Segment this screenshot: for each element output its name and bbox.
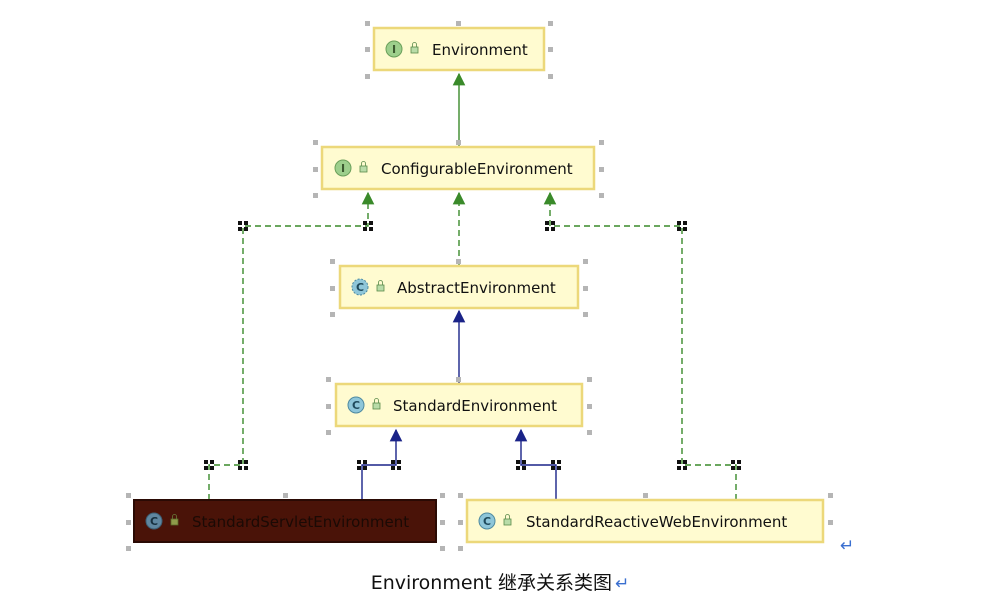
- bend-handles: [204, 221, 741, 470]
- figure-caption: Environment 继承关系类图↵: [0, 568, 1000, 595]
- public-lock-icon: [359, 161, 368, 173]
- public-lock-icon: [170, 514, 179, 526]
- edge-reactive-standard: [514, 428, 557, 500]
- bend-handle[interactable]: [677, 221, 687, 231]
- svg-text:C: C: [356, 281, 364, 294]
- bend-handle[interactable]: [238, 460, 248, 470]
- bend-handle[interactable]: [363, 221, 373, 231]
- bend-handle[interactable]: [238, 221, 248, 231]
- node-environment[interactable]: I Environment: [372, 26, 546, 72]
- public-lock-icon: [372, 398, 381, 410]
- bend-handle[interactable]: [677, 460, 687, 470]
- selection-handles: [126, 21, 833, 551]
- bend-handle[interactable]: [545, 221, 555, 231]
- svg-text:I: I: [341, 162, 345, 175]
- node-configurable-environment[interactable]: I ConfigurableEnvironment: [320, 145, 596, 191]
- node-abstract-environment[interactable]: C AbstractEnvironment: [338, 264, 580, 310]
- node-label: ConfigurableEnvironment: [381, 160, 573, 178]
- class-icon: C: [347, 396, 365, 414]
- edges: [208, 72, 737, 500]
- bend-handle[interactable]: [357, 460, 367, 470]
- abstract-class-icon: C: [351, 278, 369, 296]
- edge-servlet-standard: [361, 428, 403, 500]
- node-standard-servlet-environment[interactable]: C StandardServletEnvironment: [133, 499, 437, 543]
- node-label: AbstractEnvironment: [397, 279, 556, 297]
- public-lock-icon: [376, 280, 385, 292]
- node-standard-environment[interactable]: C StandardEnvironment: [334, 382, 584, 428]
- bend-handle[interactable]: [391, 460, 401, 470]
- svg-text:C: C: [483, 515, 491, 528]
- public-lock-icon: [503, 514, 512, 526]
- public-lock-icon: [410, 42, 419, 54]
- svg-text:C: C: [150, 515, 158, 528]
- svg-text:C: C: [352, 399, 360, 412]
- return-mark-icon: ↵: [615, 574, 630, 594]
- class-icon: C: [478, 512, 496, 530]
- node-label: Environment: [432, 41, 528, 59]
- node-standard-reactive-web-environment[interactable]: C StandardReactiveWebEnvironment: [465, 498, 825, 544]
- bend-handle[interactable]: [551, 460, 561, 470]
- interface-icon: I: [385, 40, 403, 58]
- edge-servlet-configurable: [208, 191, 375, 500]
- class-icon: C: [145, 512, 163, 530]
- node-label: StandardEnvironment: [393, 397, 557, 415]
- bend-handle[interactable]: [731, 460, 741, 470]
- svg-text:I: I: [392, 43, 396, 56]
- node-label: StandardReactiveWebEnvironment: [526, 513, 787, 531]
- bend-handle[interactable]: [204, 460, 214, 470]
- interface-icon: I: [334, 159, 352, 177]
- bend-handle[interactable]: [516, 460, 526, 470]
- node-label: StandardServletEnvironment: [192, 513, 409, 531]
- caption-text: Environment 继承关系类图: [370, 572, 613, 594]
- return-mark-icon: ↵: [840, 536, 855, 556]
- edge-reactive-configurable: [543, 191, 737, 500]
